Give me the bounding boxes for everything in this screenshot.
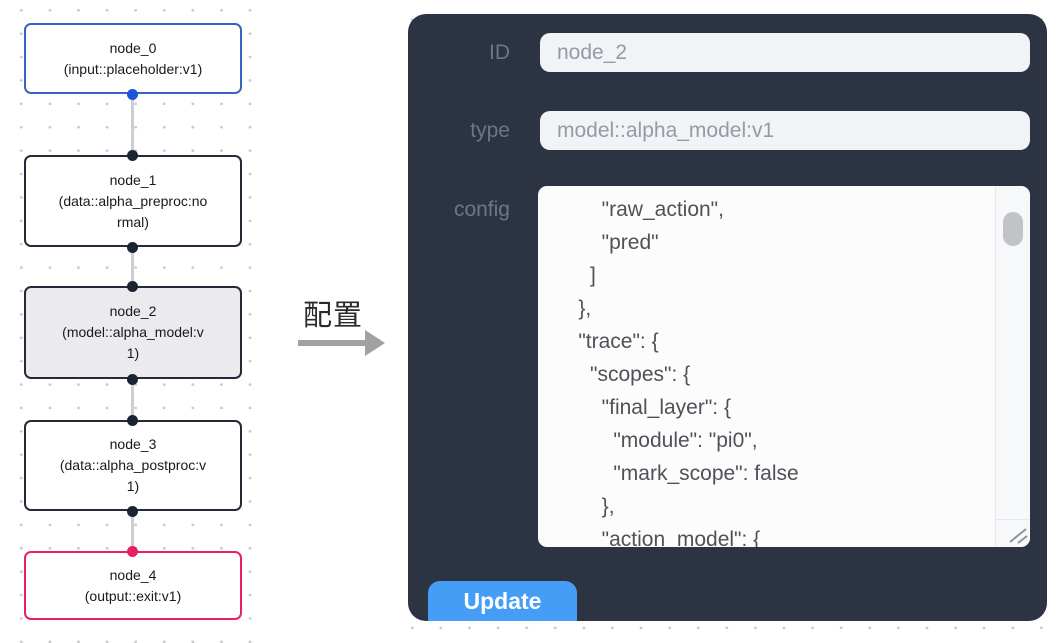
right-arrow-head-icon: [365, 330, 385, 356]
connection-handle-node1-in[interactable]: [127, 150, 138, 161]
config-panel: ID type config "raw_action", "pred" ] },…: [408, 14, 1047, 621]
graph-node-node3[interactable]: node_3 (data::alpha_postproc:v1): [24, 420, 242, 511]
node-type-label: (model::alpha_model:v1): [62, 324, 204, 361]
connection-handle-node1-out[interactable]: [127, 242, 138, 253]
update-button[interactable]: Update: [428, 581, 577, 621]
transition-label: 配置: [302, 300, 363, 332]
node-type-label: (data::alpha_preproc:normal): [58, 192, 208, 230]
edge-node2-node3: [131, 379, 134, 420]
scrollbar-track[interactable]: [995, 186, 1030, 519]
connection-handle-node2-out[interactable]: [127, 374, 138, 385]
connection-handle-node2-in[interactable]: [127, 281, 138, 292]
config-textarea[interactable]: "raw_action", "pred" ] }, "trace": { "sc…: [538, 186, 1030, 547]
connection-handle-node4-in[interactable]: [127, 546, 138, 557]
graph-canvas[interactable]: node_0 (input::placeholder:v1) node_1 (d…: [0, 0, 270, 643]
type-input[interactable]: [540, 111, 1030, 150]
node-id-label: node_1: [109, 171, 157, 188]
node-id-label: node_4: [109, 566, 157, 583]
textarea-resize-corner[interactable]: [995, 519, 1030, 547]
edge-node0-node1: [131, 94, 134, 155]
connection-handle-node3-in[interactable]: [127, 415, 138, 426]
node-type-label: (data::alpha_postproc:v1): [59, 457, 207, 494]
resize-handle-icon: [1009, 528, 1028, 544]
graph-node-node4[interactable]: node_4 (output::exit:v1): [24, 551, 242, 620]
scrollbar-thumb[interactable]: [1003, 212, 1023, 246]
edge-node1-node2: [131, 247, 134, 286]
panel-canvas: ID type config "raw_action", "pred" ] },…: [396, 0, 1062, 643]
connection-handle-node0-out[interactable]: [127, 89, 138, 100]
graph-node-node2-selected[interactable]: node_2 (model::alpha_model:v1): [24, 286, 242, 379]
id-input[interactable]: [540, 33, 1030, 72]
node-type-label: (input::placeholder:v1): [63, 60, 203, 77]
node-type-label: (output::exit:v1): [84, 587, 182, 604]
type-field-label: type: [470, 119, 510, 142]
config-field-label: config: [453, 198, 510, 221]
edge-node3-node4: [131, 511, 134, 551]
node-id-label: node_0: [109, 39, 157, 56]
graph-node-node1[interactable]: node_1 (data::alpha_preproc:normal): [24, 155, 242, 247]
graph-node-node0[interactable]: node_0 (input::placeholder:v1): [24, 23, 242, 94]
connection-handle-node3-out[interactable]: [127, 506, 138, 517]
node-id-label: node_3: [109, 436, 157, 452]
config-json-text: "raw_action", "pred" ] }, "trace": { "sc…: [578, 198, 799, 547]
node-id-label: node_2: [109, 303, 157, 319]
right-arrow-icon: [298, 340, 365, 346]
transition-annotation: 配置: [270, 292, 396, 382]
id-field-label: ID: [489, 41, 510, 64]
